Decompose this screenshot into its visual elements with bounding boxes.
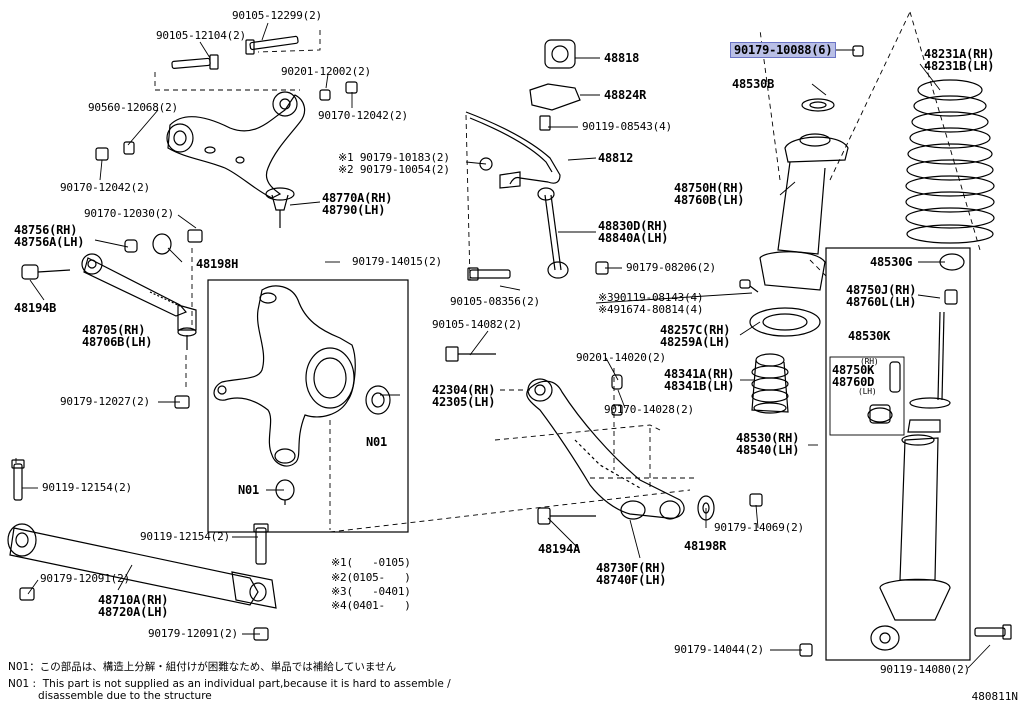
callout-90170-14028[interactable]: 90170-14028(2) — [604, 403, 694, 416]
callout-48770A[interactable]: 48770A(RH) 48790(LH) — [322, 191, 393, 217]
callout-90119-14080[interactable]: 90119-14080(2) — [880, 663, 970, 676]
leader-lines — [22, 22, 991, 669]
callout-90179-12091-a[interactable]: 90179-12091(2) — [40, 572, 130, 585]
strut-upper — [739, 45, 864, 337]
callout-48730F[interactable]: 48730F(RH) 48740F(LH) — [596, 561, 667, 587]
callout-90170-12042-b[interactable]: 90170-12042(2) — [60, 181, 150, 194]
callout-48756[interactable]: 48756(RH) 48756A(LH) — [14, 223, 85, 249]
inset-parts — [867, 361, 901, 424]
callout-90179-10088-highlighted[interactable]: 90179-10088(6) — [730, 42, 837, 58]
diagram-code: 480811N — [971, 690, 1018, 703]
callout-48530B[interactable]: 48530B — [732, 77, 775, 91]
callout-90119-12154-b[interactable]: 90119-12154(2) — [140, 530, 230, 543]
callout-90119-08543[interactable]: 90119-08543(4) — [582, 120, 672, 133]
callout-48198H[interactable]: 48198H — [196, 257, 239, 271]
callout-90170-12030[interactable]: 90170-12030(2) — [84, 207, 174, 220]
stabilizer-link — [467, 187, 609, 281]
callout-90201-12002[interactable]: 90201-12002(2) — [281, 65, 371, 78]
shock-inset-frame — [829, 356, 905, 436]
callout-90105-08356[interactable]: 90105-08356(2) — [450, 295, 540, 308]
note-jp: N01：この部品は、構造上分解・組付けが困難なため、単品では補給していません — [8, 661, 397, 673]
callout-90179-12027[interactable]: 90179-12027(2) — [60, 395, 150, 408]
callout-48824R[interactable]: 48824R — [604, 88, 647, 102]
shock-frame — [825, 247, 971, 661]
inset-lh-tag: (LH) — [858, 387, 877, 396]
callout-48818[interactable]: 48818 — [604, 51, 640, 65]
note-en-line1: N01 : This part is not supplied as an in… — [8, 678, 451, 690]
footnote-3: ※3( -0401) — [331, 585, 411, 598]
callout-48750H[interactable]: 48750H(RH) 48760B(LH) — [674, 181, 745, 207]
lateral-link-48705 — [21, 229, 203, 409]
callout-90170-12042-a[interactable]: 90170-12042(2) — [318, 109, 408, 122]
callout-48530K[interactable]: 48530K — [848, 329, 891, 343]
stabilizer-bar — [465, 39, 581, 189]
callout-90179-14069[interactable]: 90179-14069(2) — [714, 521, 804, 534]
note-en-line2: disassemble due to the structure — [8, 690, 212, 702]
callout-48198R[interactable]: 48198R — [684, 539, 727, 553]
callout-48710A[interactable]: 48710A(RH) 48720A(LH) — [98, 593, 169, 619]
bump-stopper — [749, 353, 813, 657]
callout-48530G[interactable]: 48530G — [870, 255, 913, 269]
callout-90201-14020[interactable]: 90201-14020(2) — [576, 351, 666, 364]
shock-absorber — [870, 253, 1012, 651]
callout-90179-08206[interactable]: 90179-08206(2) — [626, 261, 716, 274]
knuckle-frame — [207, 279, 409, 533]
callout-90179-14015[interactable]: 90179-14015(2) — [352, 255, 442, 268]
callout-90560-12068[interactable]: 90560-12068(2) — [88, 101, 178, 114]
callout-90105-14082[interactable]: 90105-14082(2) — [432, 318, 522, 331]
callout-48257C[interactable]: 48257C(RH) 48259A(LH) — [660, 323, 731, 349]
callout-48341A[interactable]: 48341A(RH) 48341B(LH) — [664, 367, 735, 393]
callout-48750J[interactable]: 48750J(RH) 48760L(LH) — [846, 283, 917, 309]
callout-90179-10183[interactable]: ※1 90179-10183(2) ※2 90179-10054(2) — [338, 151, 450, 176]
callout-48750K[interactable]: 48750K 48760D — [832, 363, 875, 389]
callout-90119-08143[interactable]: ※390119-08143(4) ※491674-80814(4) — [598, 291, 704, 316]
callout-N01-bushing[interactable]: N01 — [366, 435, 388, 449]
lower-control-arm — [445, 346, 715, 525]
callout-48231A[interactable]: 48231A(RH) 48231B(LH) — [924, 47, 995, 73]
callout-90179-12091-b[interactable]: 90179-12091(2) — [148, 627, 238, 640]
inset-rh-tag: (RH) — [860, 357, 879, 366]
callout-N01-knuckle[interactable]: N01 — [238, 483, 260, 497]
callout-48194B[interactable]: 48194B — [14, 301, 57, 315]
coil-spring — [905, 79, 995, 244]
toe-link-48710A — [7, 459, 277, 641]
callout-48530[interactable]: 48530(RH) 48540(LH) — [736, 431, 800, 457]
upper-control-arm — [166, 91, 306, 228]
steering-knuckle — [213, 285, 391, 505]
callout-90119-12154-a[interactable]: 90119-12154(2) — [42, 481, 132, 494]
callout-90105-12299[interactable]: 90105-12299(2) — [232, 9, 322, 22]
callout-42304[interactable]: 42304(RH) 42305(LH) — [432, 383, 496, 409]
callout-48705[interactable]: 48705(RH) 48706B(LH) — [82, 323, 153, 349]
callout-48194A[interactable]: 48194A — [538, 542, 581, 556]
footnote-1: ※1( -0105) — [331, 556, 411, 569]
upper-bolts — [95, 35, 358, 161]
callout-90179-14044[interactable]: 90179-14044(2) — [674, 643, 764, 656]
callout-48812[interactable]: 48812 — [598, 151, 634, 165]
callout-90105-12104[interactable]: 90105-12104(2) — [156, 29, 246, 42]
footnote-4: ※4(0401- ) — [331, 599, 411, 612]
footnote-2: ※2(0105- ) — [331, 571, 411, 584]
callout-48830D[interactable]: 48830D(RH) 48840A(LH) — [598, 219, 669, 245]
